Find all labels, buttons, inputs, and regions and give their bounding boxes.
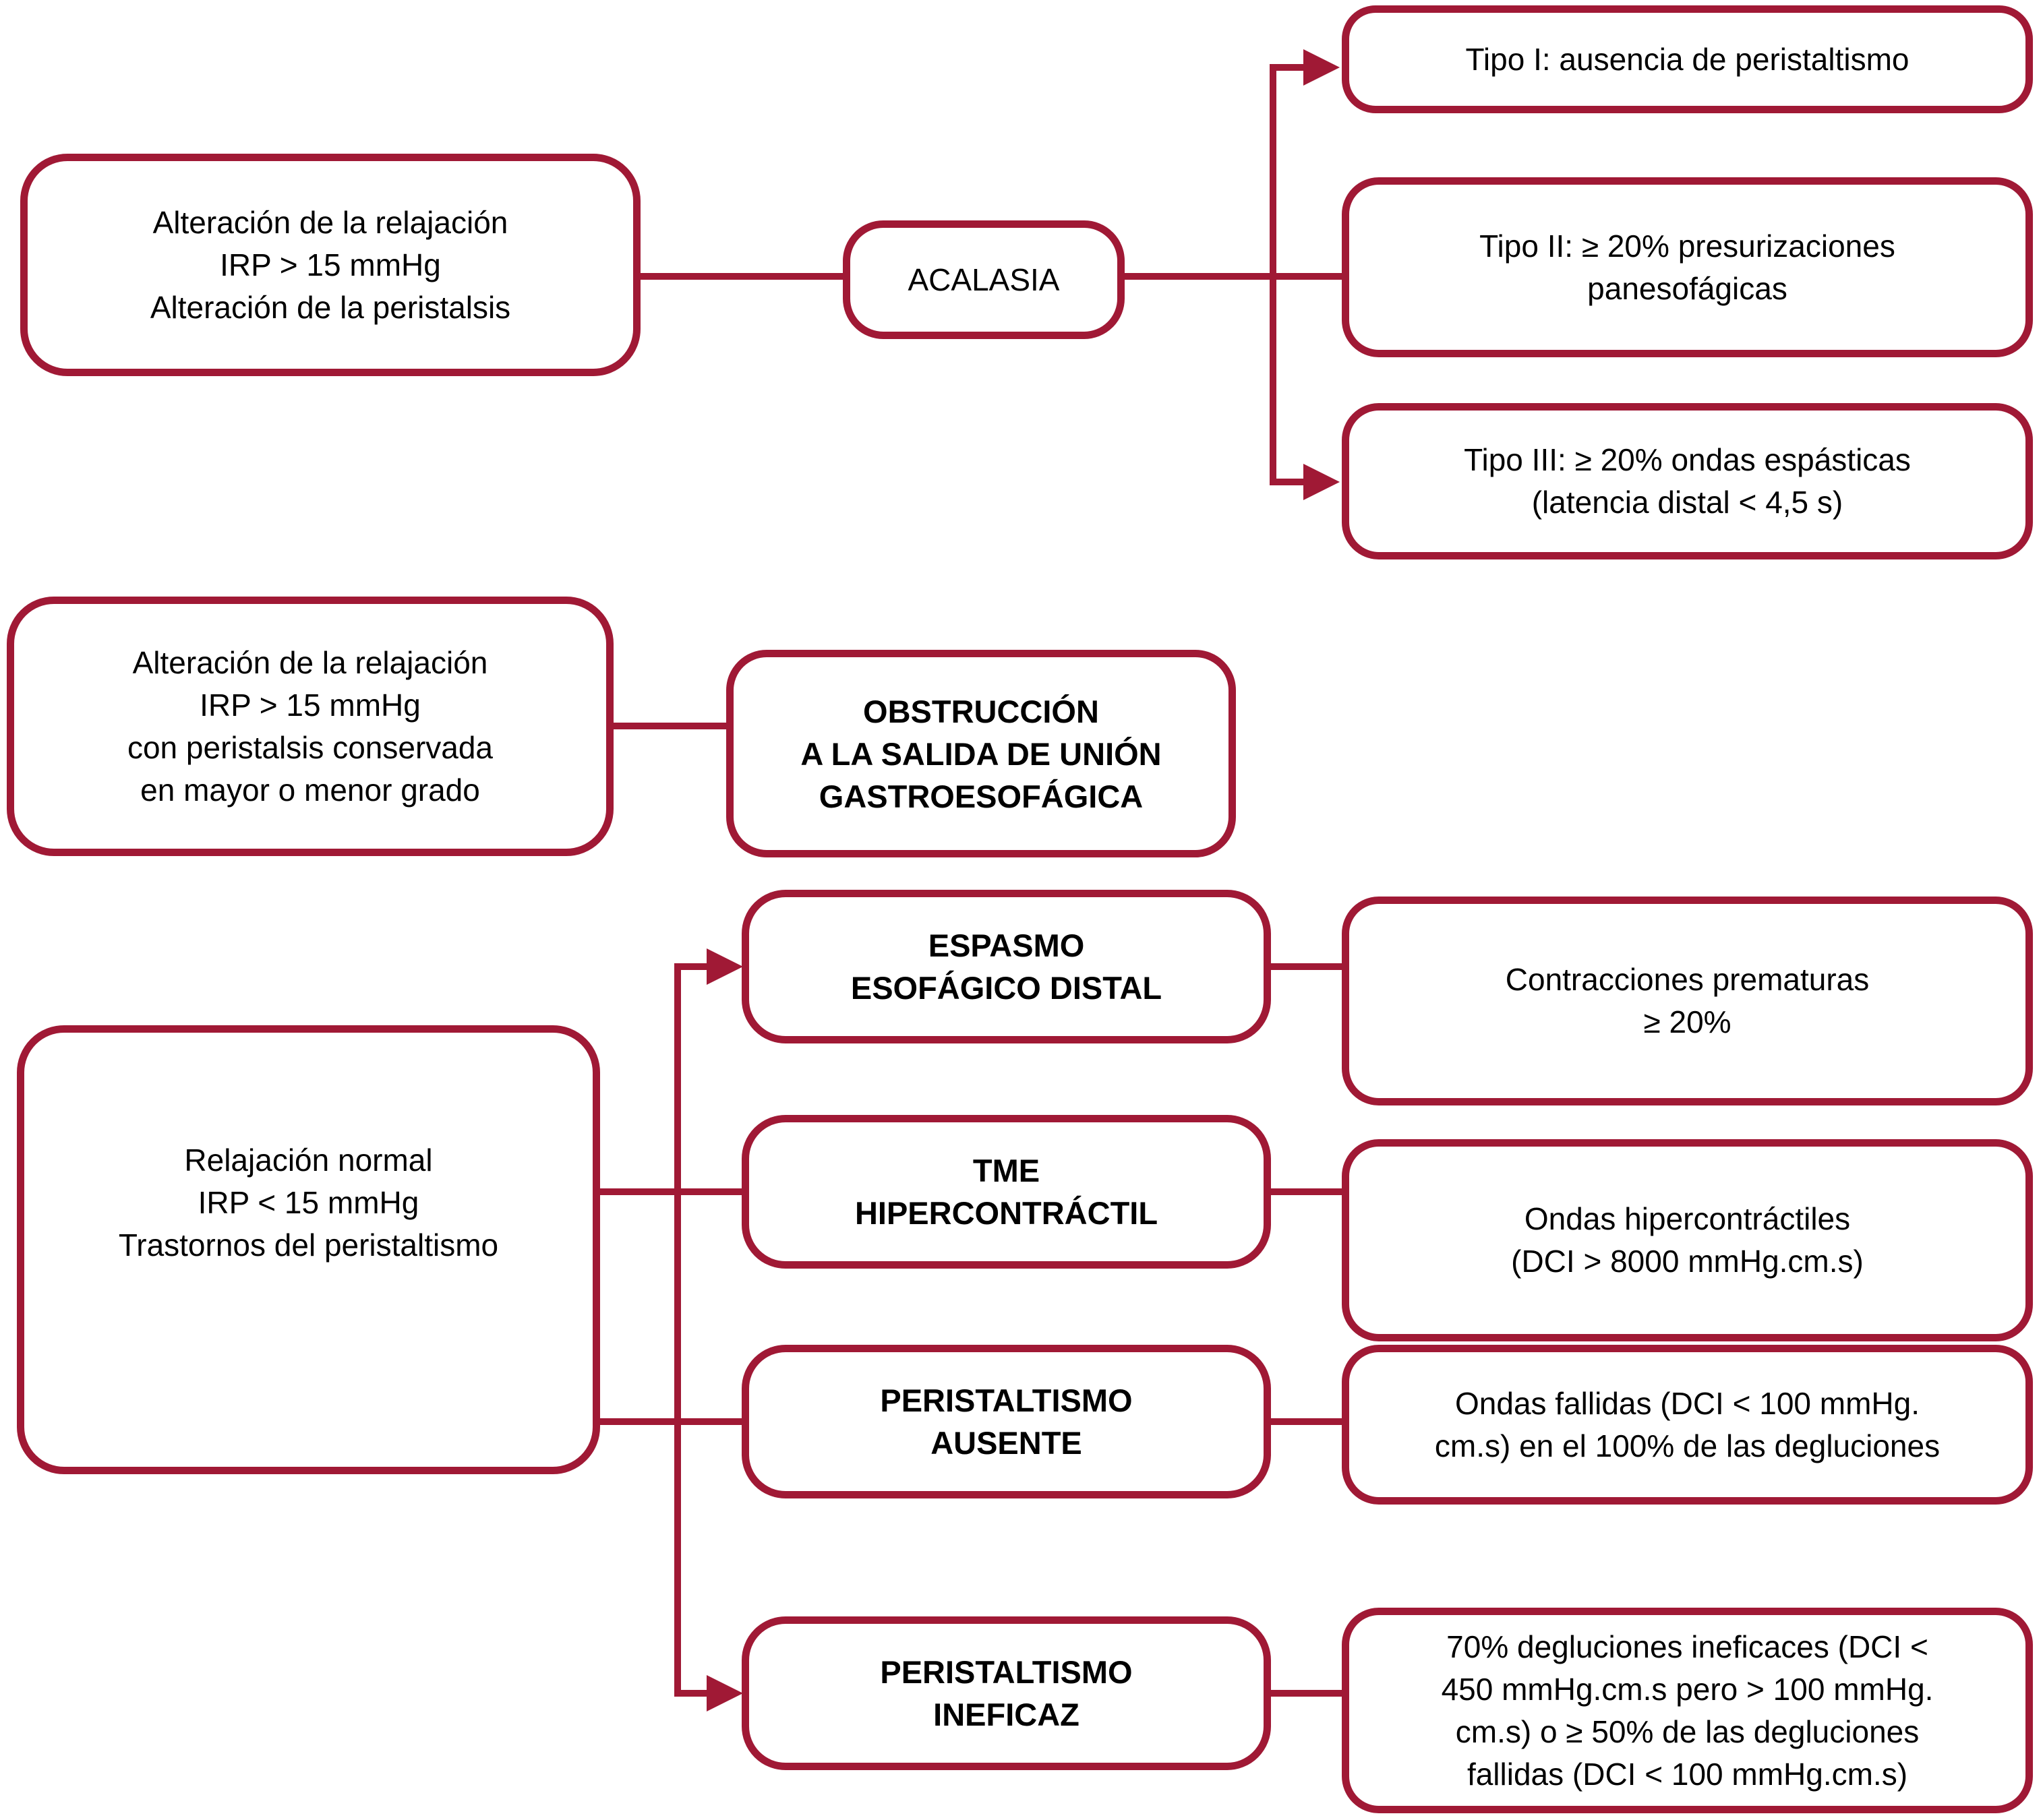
text-line: Tipo II: ≥ 20% presurizaciones: [1479, 228, 1895, 264]
connector-espasmo-to-def: [1271, 963, 1342, 970]
text-line: ACALASIA: [908, 262, 1060, 297]
connector-stub-ineficaz: [678, 1690, 709, 1697]
text-line: IRP < 15 mmHg: [198, 1184, 419, 1220]
connector-criteria-to-tme: [600, 1188, 742, 1195]
text-line: Ondas hipercontráctiles: [1524, 1201, 1851, 1236]
connector-trunk-acalasia: [1270, 64, 1276, 485]
node-acalasia: ACALASIA: [843, 220, 1125, 339]
arrowhead-espasmo: [707, 948, 743, 985]
text-line: con peristalsis conservada: [127, 729, 494, 765]
node-tipo3: Tipo III: ≥ 20% ondas espásticas (latenc…: [1342, 403, 2033, 559]
text-line: Tipo I: ausencia de peristaltismo: [1465, 41, 1909, 77]
arrowhead-ineficaz: [707, 1675, 743, 1711]
text-line: Trastornos del peristaltismo: [118, 1227, 499, 1263]
node-criteria-acalasia: Alteración de la relajación IRP > 15 mmH…: [20, 154, 641, 376]
text-line: ESPASMO: [928, 928, 1085, 963]
connector-stub-tipo1: [1273, 64, 1307, 71]
text-line: HIPERCONTRÁCTIL: [854, 1195, 1158, 1231]
text-line: ESOFÁGICO DISTAL: [850, 970, 1162, 1006]
text-line: INEFICAZ: [933, 1697, 1079, 1732]
node-obstruccion: OBSTRUCCIÓN A LA SALIDA DE UNIÓN GASTROE…: [726, 650, 1236, 857]
arrowhead-tipo1: [1303, 49, 1340, 86]
text-line: cm.s) o ≥ 50% de las degluciones: [1455, 1713, 1920, 1749]
text-line: PERISTALTISMO: [880, 1654, 1133, 1690]
text-line: panesofágicas: [1587, 270, 1787, 306]
text-line: Alteración de la relajación: [152, 204, 508, 240]
connector-criteria-to-ausente: [600, 1418, 742, 1425]
node-criteria-obstruccion: Alteración de la relajación IRP > 15 mmH…: [7, 597, 614, 856]
text-line: Alteración de la relajación: [132, 644, 488, 680]
text-line: IRP > 15 mmHg: [200, 687, 421, 723]
text-line: OBSTRUCCIÓN: [863, 693, 1099, 729]
node-peristaltismo-ausente: PERISTALTISMO AUSENTE: [742, 1345, 1271, 1498]
node-espasmo-definicion: Contracciones prematuras ≥ 20%: [1342, 897, 2033, 1105]
text-line: TME: [972, 1153, 1040, 1188]
node-tme-definicion: Ondas hipercontráctiles (DCI > 8000 mmHg…: [1342, 1139, 2033, 1341]
text-line: A LA SALIDA DE UNIÓN: [800, 735, 1162, 772]
text-line: Tipo III: ≥ 20% ondas espásticas: [1464, 442, 1911, 477]
text-line: Ondas fallidas (DCI < 100 mmHg.: [1455, 1385, 1920, 1421]
text-line: Relajación normal: [184, 1142, 433, 1178]
node-tipo1: Tipo I: ausencia de peristaltismo: [1342, 5, 2033, 113]
connector-acalasia-to-tipo2: [1125, 273, 1342, 280]
connector-criteria-to-obstruccion: [614, 723, 726, 729]
node-peristaltismo-ineficaz: PERISTALTISMO INEFICAZ: [742, 1616, 1271, 1770]
text-line: (latencia distal < 4,5 s): [1531, 485, 1843, 520]
node-ineficaz-definicion: 70% degluciones ineficaces (DCI < 450 mm…: [1342, 1608, 2033, 1813]
connector-criteria-to-acalasia: [641, 273, 843, 280]
connector-trunk-peristaltismo: [674, 963, 681, 1697]
connector-ineficaz-to-def: [1271, 1690, 1342, 1697]
connector-ausente-to-def: [1271, 1418, 1342, 1425]
text-line: cm.s) en el 100% de las degluciones: [1434, 1428, 1941, 1463]
text-line: 450 mmHg.cm.s pero > 100 mmHg.: [1441, 1671, 1934, 1707]
text-line: GASTROESOFÁGICA: [819, 778, 1144, 814]
node-tme: TME HIPERCONTRÁCTIL: [742, 1115, 1271, 1269]
connector-tme-to-def: [1271, 1188, 1342, 1195]
text-line: ≥ 20%: [1643, 1004, 1731, 1039]
text-line: AUSENTE: [930, 1425, 1082, 1461]
text-line: 70% degluciones ineficaces (DCI <: [1446, 1629, 1928, 1664]
text-line: en mayor o menor grado: [140, 772, 480, 808]
text-line: PERISTALTISMO: [880, 1383, 1133, 1418]
connector-stub-tipo3: [1273, 479, 1307, 485]
node-espasmo: ESPASMO ESOFÁGICO DISTAL: [742, 890, 1271, 1043]
text-line: Alteración de la peristalsis: [150, 289, 511, 325]
connector-stub-espasmo: [678, 963, 709, 970]
text-line: fallidas (DCI < 100 mmHg.cm.s): [1467, 1756, 1908, 1792]
text-line: IRP > 15 mmHg: [220, 247, 441, 282]
text-line: (DCI > 8000 mmHg.cm.s): [1511, 1244, 1864, 1279]
node-criteria-peristaltismo: Relajación normal IRP < 15 mmHg Trastorn…: [17, 1025, 600, 1474]
text-line: Contracciones prematuras: [1505, 962, 1870, 997]
node-tipo2: Tipo II: ≥ 20% presurizaciones panesofág…: [1342, 177, 2033, 357]
node-ausente-definicion: Ondas fallidas (DCI < 100 mmHg. cm.s) en…: [1342, 1345, 2033, 1505]
arrowhead-tipo3: [1303, 464, 1340, 500]
